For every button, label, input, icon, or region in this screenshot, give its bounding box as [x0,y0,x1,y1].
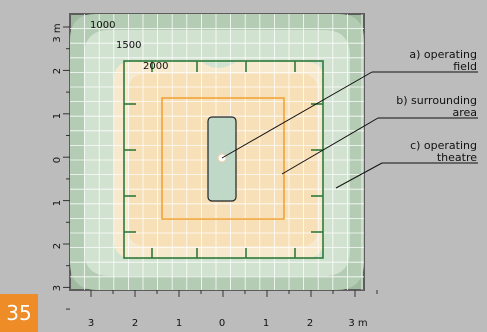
y-tick-label: 1 [52,200,63,206]
callout-operating-theatre-line2: theatre [437,151,477,164]
callout-operating-theatre-line1: c) operating [410,139,477,152]
x-axis-labels: 3 2 1 0 1 2 3 m [88,318,368,329]
surrounding-area-outline [161,97,285,220]
axis-ticks [63,26,378,310]
x-tick-label: 0 [219,318,225,329]
contour-label-2000: 2000 [143,61,168,72]
x-tick-label: 1 [176,318,182,329]
leader-surrounding-area [281,117,379,175]
callout-leaders [221,71,478,189]
x-tick-label: 2 [307,318,313,329]
x-tick-label: 3 [88,318,94,329]
x-tick-label: 3 m [348,318,367,329]
x-tick-label: 1 [263,318,269,329]
y-tick-label: 2 [52,68,63,74]
y-tick-label: 0 [52,157,63,163]
y-tick-label: 2 [52,243,63,249]
y-tick-label: 3 m [52,23,63,42]
contour-label-1500: 1500 [116,40,141,51]
theatre-walls [123,60,324,259]
y-tick-label: 3 [52,285,63,291]
page-number-badge: 35 [0,294,38,332]
callout-operating-field-line1: a) operating [409,48,477,61]
callout-operating-field-line2: field [453,60,477,73]
callout-surrounding-area-line1: b) surrounding [396,94,477,107]
x-tick-label: 2 [132,318,138,329]
callout-surrounding-area-line2: area [452,106,477,119]
leader-operating-field [221,71,373,159]
leader-operating-theatre [335,162,383,189]
contour-label-1000: 1000 [90,20,115,31]
y-tick-label: 1 [52,113,63,119]
grid [70,14,364,290]
y-axis-labels: 3 m 2 1 0 1 2 3 [52,23,63,291]
